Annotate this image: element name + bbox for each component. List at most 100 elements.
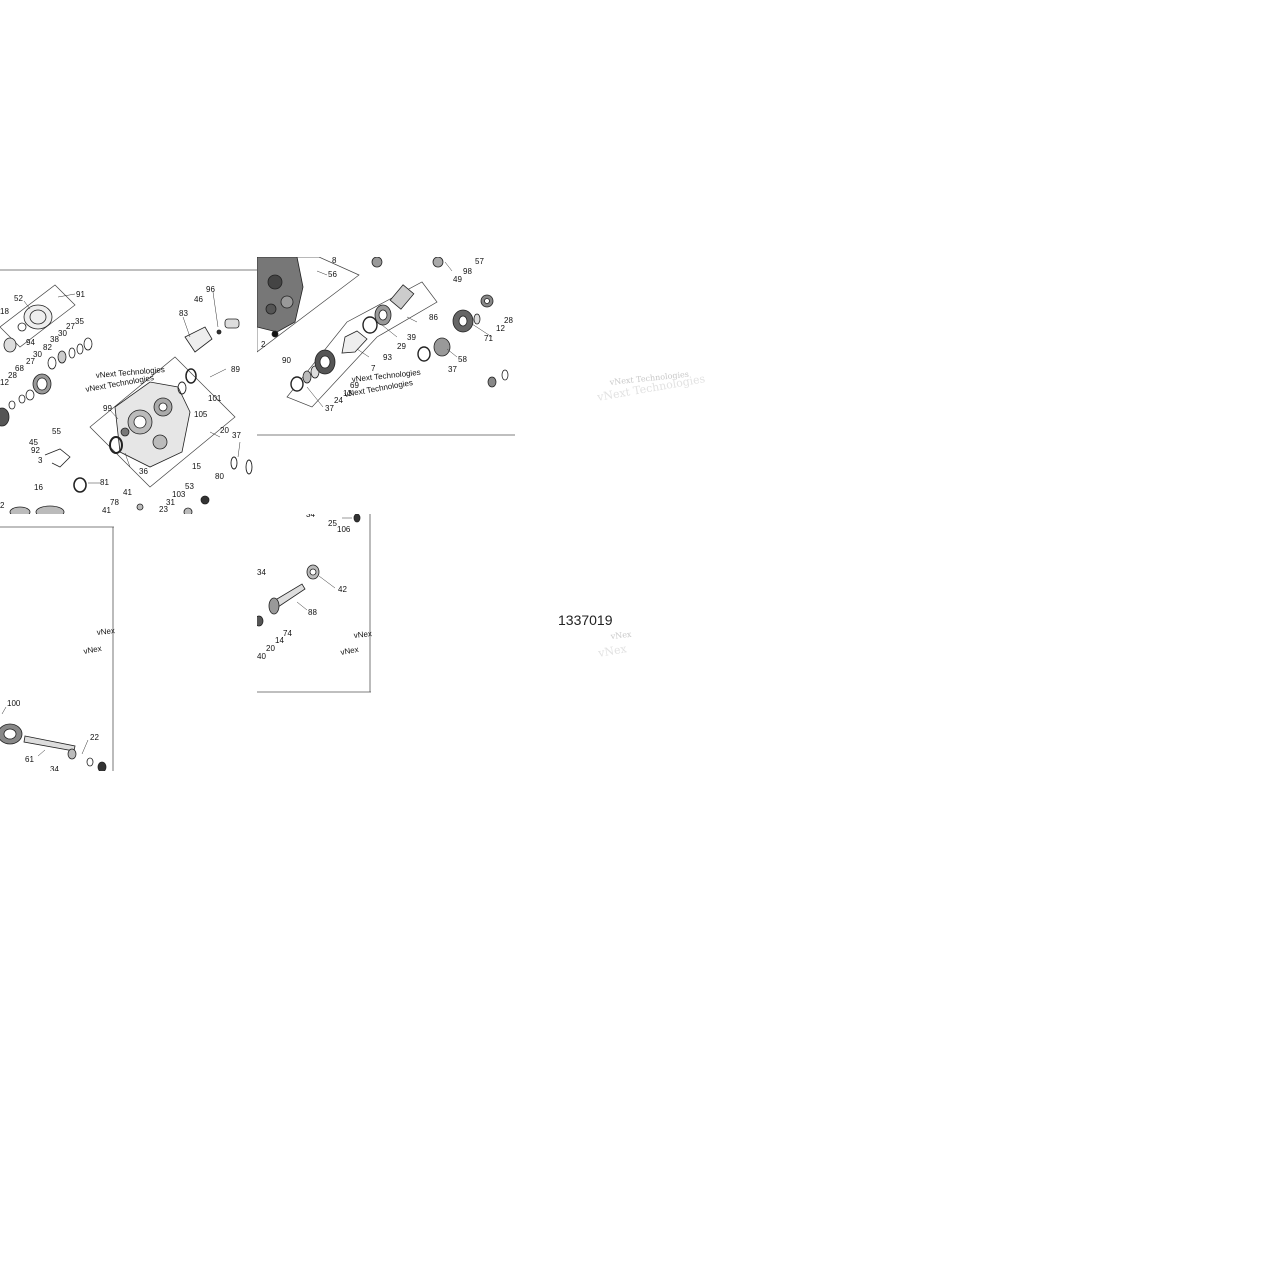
svg-text:41: 41 — [123, 488, 132, 497]
svg-text:3: 3 — [38, 456, 43, 465]
svg-text:103: 103 — [172, 490, 186, 499]
svg-text:55: 55 — [52, 427, 61, 436]
differential-assembly — [0, 304, 93, 427]
svg-text:89: 89 — [231, 365, 240, 374]
callout-labels-c: 34 25 106 34 42 88 74 14 20 40 — [257, 514, 351, 661]
svg-text:40: 40 — [257, 652, 266, 661]
output-shaft-view: 34 25 106 34 42 88 74 14 20 40 vNex vNex — [257, 514, 372, 693]
svg-text:86: 86 — [429, 313, 438, 322]
svg-text:34: 34 — [50, 765, 59, 771]
diagram-tile-b: 8 56 57 98 49 86 2 90 29 39 28 12 71 93 … — [257, 257, 515, 514]
watermark-short: vNex — [353, 629, 372, 640]
svg-text:100: 100 — [7, 699, 21, 708]
svg-text:vNex: vNex — [609, 630, 632, 641]
diagram-tile-d: 100 22 61 34 vNex vNex — [0, 514, 116, 771]
svg-text:2: 2 — [261, 340, 266, 349]
svg-text:68: 68 — [15, 364, 24, 373]
housing-corner — [257, 257, 304, 338]
svg-text:25: 25 — [328, 519, 337, 528]
output-shaft — [257, 514, 361, 627]
svg-text:20: 20 — [266, 644, 275, 653]
svg-text:81: 81 — [100, 478, 109, 487]
svg-text:80: 80 — [215, 472, 224, 481]
svg-text:82: 82 — [43, 343, 52, 352]
svg-text:49: 49 — [453, 275, 462, 284]
svg-text:27: 27 — [66, 322, 75, 331]
svg-text:30: 30 — [33, 350, 42, 359]
svg-text:94: 94 — [26, 338, 35, 347]
svg-text:12: 12 — [0, 378, 9, 387]
watermark-ghost: vNex — [83, 644, 103, 656]
svg-text:37: 37 — [325, 404, 334, 413]
watermark-ghost: vNex — [340, 645, 360, 657]
svg-text:28: 28 — [8, 371, 17, 380]
svg-text:46: 46 — [194, 295, 203, 304]
svg-text:96: 96 — [206, 285, 215, 294]
svg-text:106: 106 — [337, 525, 351, 534]
svg-text:45: 45 — [29, 438, 38, 447]
svg-text:23: 23 — [159, 505, 168, 514]
input-shaft — [0, 723, 107, 771]
svg-text:71: 71 — [484, 334, 493, 343]
svg-text:24: 24 — [334, 396, 343, 405]
svg-text:58: 58 — [458, 355, 467, 364]
callout-labels-d: 100 22 61 34 — [7, 699, 99, 771]
svg-text:34: 34 — [306, 514, 315, 519]
transmission-housing — [114, 381, 191, 468]
svg-text:90: 90 — [282, 356, 291, 365]
diagram-tile-c: 34 25 106 34 42 88 74 14 20 40 vNex vNex — [257, 514, 373, 694]
svg-text:57: 57 — [475, 257, 484, 266]
svg-text:69: 69 — [350, 381, 359, 390]
svg-text:29: 29 — [397, 342, 406, 351]
svg-text:101: 101 — [208, 394, 222, 403]
callout-labels-a: 91 52 18 94 27 35 30 38 82 30 68 27 28 1… — [0, 285, 241, 514]
svg-text:14: 14 — [275, 636, 284, 645]
diagram-tile-a: 91 52 18 94 27 35 30 38 82 30 68 27 28 1… — [0, 257, 257, 514]
svg-text:vNex: vNex — [596, 642, 628, 660]
svg-text:42: 42 — [338, 585, 347, 594]
svg-text:41: 41 — [102, 506, 111, 514]
housing-exploded-view: 91 52 18 94 27 35 30 38 82 30 68 27 28 1… — [0, 269, 257, 514]
drawing-number: 1337019 — [558, 612, 613, 628]
svg-text:74: 74 — [283, 629, 292, 638]
svg-text:98: 98 — [463, 267, 472, 276]
svg-text:99: 99 — [103, 404, 112, 413]
svg-text:27: 27 — [26, 357, 35, 366]
svg-text:12: 12 — [496, 324, 505, 333]
watermark-short: vNex — [96, 626, 115, 637]
svg-text:93: 93 — [383, 353, 392, 362]
shaft-gear-exploded-view: 8 56 57 98 49 86 2 90 29 39 28 12 71 93 … — [257, 257, 515, 436]
svg-text:13: 13 — [343, 389, 352, 398]
svg-text:22: 22 — [90, 733, 99, 742]
svg-text:8: 8 — [332, 257, 337, 265]
svg-text:88: 88 — [308, 608, 317, 617]
callout-labels-b: 8 56 57 98 49 86 2 90 29 39 28 12 71 93 … — [261, 257, 513, 413]
watermark-floating: vNext Technologies vNext Technologies — [595, 370, 706, 404]
svg-text:7: 7 — [371, 364, 376, 373]
svg-text:37: 37 — [232, 431, 241, 440]
watermark-floating-short: vNex vNex — [596, 630, 632, 660]
shift-fork-part — [44, 448, 71, 468]
svg-text:28: 28 — [504, 316, 513, 325]
svg-text:53: 53 — [185, 482, 194, 491]
svg-text:92: 92 — [31, 446, 40, 455]
svg-text:38: 38 — [50, 335, 59, 344]
input-shaft-view: 100 22 61 34 vNex vNex — [0, 526, 115, 771]
svg-text:18: 18 — [0, 307, 9, 316]
svg-text:31: 31 — [166, 498, 175, 507]
svg-text:15: 15 — [192, 462, 201, 471]
svg-text:56: 56 — [328, 270, 337, 279]
svg-text:34: 34 — [257, 568, 266, 577]
svg-text:35: 35 — [75, 317, 84, 326]
svg-text:20: 20 — [220, 426, 229, 435]
svg-text:36: 36 — [139, 467, 148, 476]
gear-stack — [290, 257, 509, 392]
svg-text:52: 52 — [14, 294, 23, 303]
svg-text:61: 61 — [25, 755, 34, 764]
svg-text:16: 16 — [34, 483, 43, 492]
svg-text:78: 78 — [110, 498, 119, 507]
svg-text:2: 2 — [0, 501, 5, 510]
svg-text:30: 30 — [58, 329, 67, 338]
svg-text:39: 39 — [407, 333, 416, 342]
